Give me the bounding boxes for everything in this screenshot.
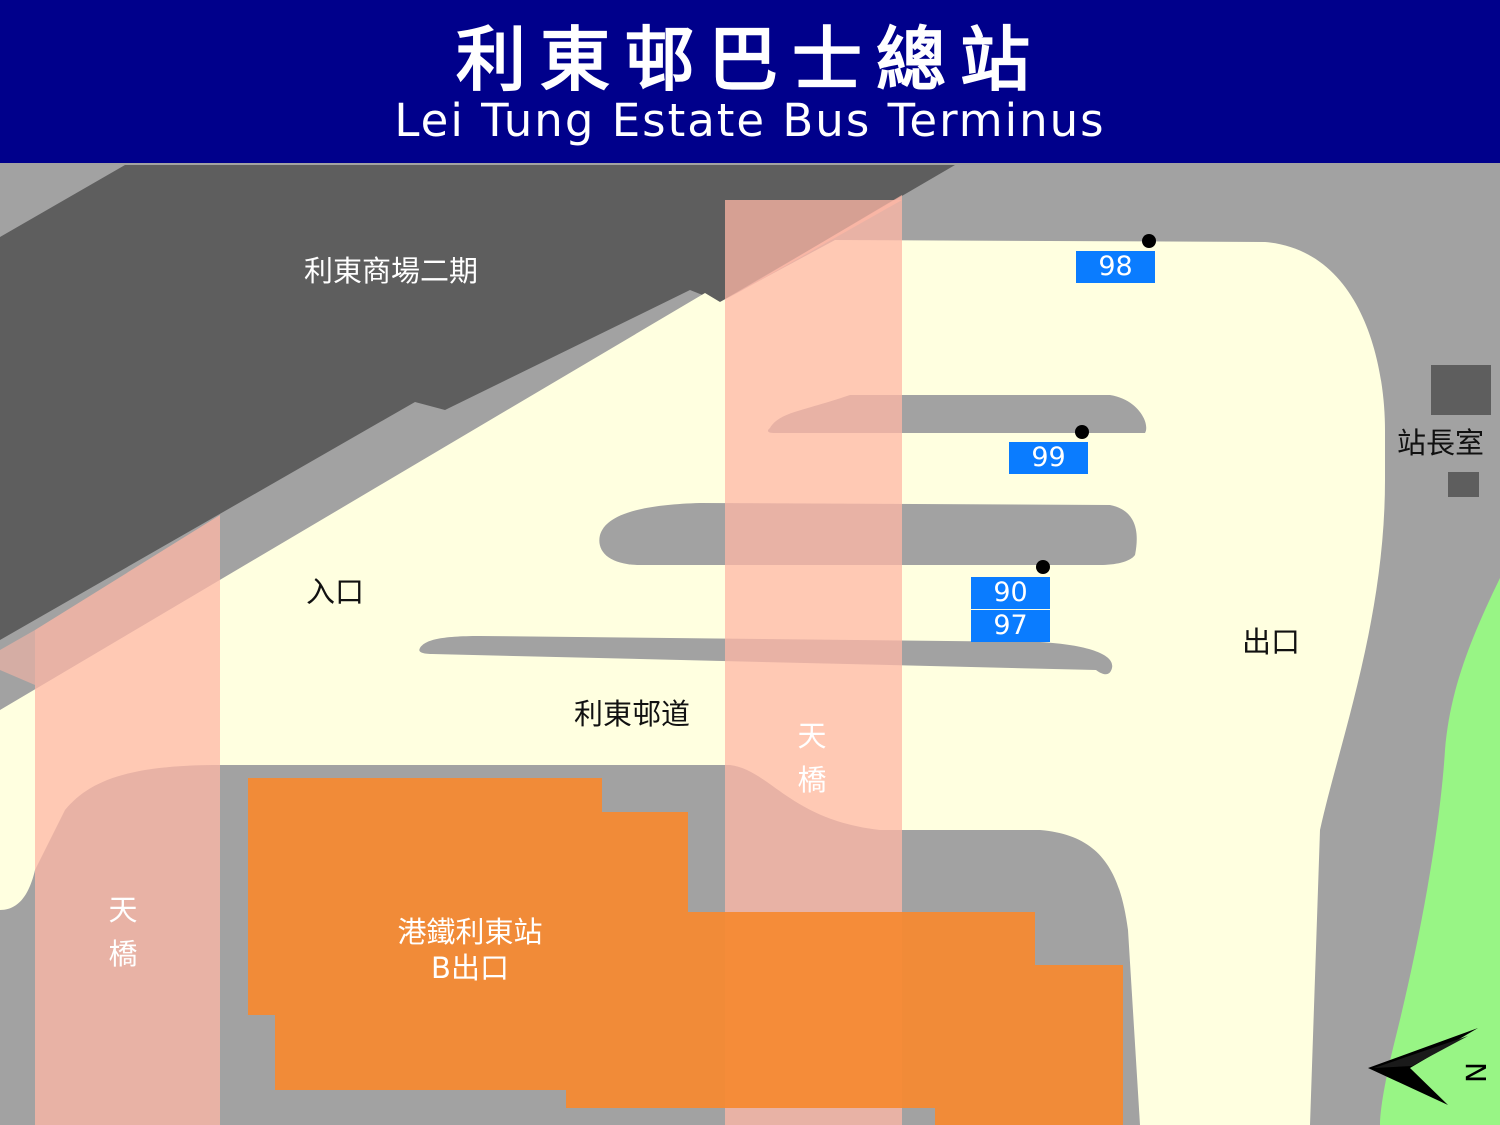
north-arrow-needle-half: [1374, 1036, 1468, 1068]
mall-label: 利東商場二期: [304, 254, 479, 288]
bus-stop-marker: [1075, 425, 1089, 439]
route-badge-99: 99: [1009, 442, 1088, 474]
entrance-label: 入口: [306, 575, 365, 609]
footbridge-label-char: 橋: [108, 937, 138, 971]
mtr-exit-b-building: [248, 778, 1123, 1125]
footbridge-left: [35, 515, 220, 1125]
footbridge-left-top: [0, 630, 35, 685]
mtr-exit-label: 港鐵利東站 B出口: [388, 914, 552, 986]
bus-stop-marker: [1142, 234, 1156, 248]
title-chinese: 利東邨巴士總站: [456, 19, 1044, 101]
green-area: [1380, 578, 1500, 1125]
exit-label: 出口: [1242, 625, 1301, 659]
mtr-exit-label-line2: B出口: [431, 951, 509, 985]
footbridge-label-char: 天: [797, 719, 827, 753]
road-label: 利東邨道: [574, 697, 691, 731]
route-badge-98: 98: [1076, 251, 1155, 283]
north-label: N: [1459, 1062, 1490, 1083]
footbridge-centre-top: [725, 195, 902, 300]
title-english: Lei Tung Estate Bus Terminus: [394, 94, 1106, 147]
station-master-office-label: 站長室: [1397, 426, 1485, 460]
footbridge-label-char: 橋: [797, 763, 827, 797]
footbridge-label-char: 天: [108, 893, 138, 927]
north-arrow-icon: N: [1368, 1028, 1490, 1105]
office-building-large: [1431, 365, 1491, 415]
footbridge-label-centre: 天 橋: [792, 714, 832, 802]
bus-stop-marker: [1036, 560, 1050, 574]
route-badge-90: 90: [971, 577, 1050, 609]
footbridge-label-left: 天 橋: [103, 888, 143, 976]
mall-building: [0, 165, 955, 640]
route-badge-97: 97: [971, 610, 1050, 642]
mtr-exit-label-line1: 港鐵利東站: [397, 915, 543, 949]
title-banner: 利東邨巴士總站 Lei Tung Estate Bus Terminus: [0, 0, 1500, 163]
office-building-small: [1448, 472, 1479, 497]
